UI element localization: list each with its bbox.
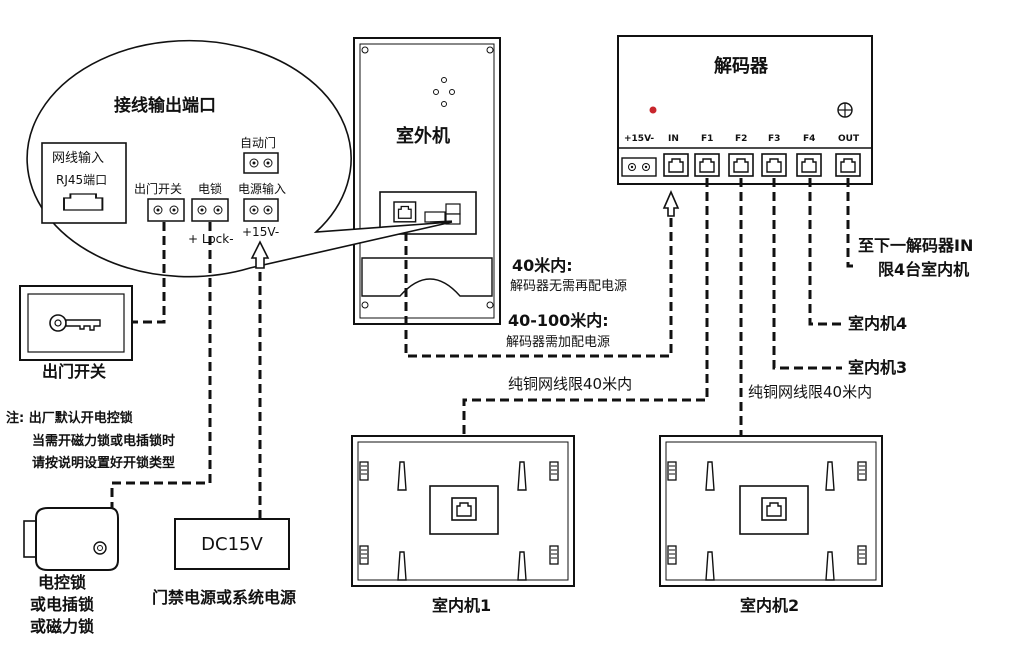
decoder-port-power: +15V-	[624, 134, 655, 144]
lock-terminal-icon	[191, 198, 229, 222]
note-40-100: 40-100米内:	[508, 311, 609, 330]
indoor-unit-1	[351, 435, 575, 587]
terminal-panel-title: 接线输出端口	[114, 96, 216, 116]
note-within-40-desc: 解码器无需再配电源	[510, 279, 628, 294]
decoder-port-out: OUT	[838, 134, 860, 144]
exit-button-label: 出门开关	[42, 362, 107, 381]
arrow-up-icon	[662, 190, 680, 217]
power-polarity-label: +15V-	[242, 225, 280, 239]
auto-door-label: 自动门	[240, 136, 277, 150]
decoder-port-f4: F4	[803, 134, 816, 144]
key-icon	[49, 314, 101, 332]
decoder-port-f1: F1	[701, 134, 714, 144]
network-in-label: 网线输入	[52, 151, 105, 166]
note-within-40: 40米内:	[512, 256, 573, 275]
indoor-unit-2-label: 室内机2	[740, 596, 800, 615]
indoor-unit-1-label: 室内机1	[432, 596, 492, 615]
electric-lock-device	[23, 507, 119, 571]
note-40-100-desc: 解码器需加配电源	[506, 335, 611, 350]
rj45-port-icon	[63, 193, 104, 211]
exit-switch-terminal-label: 出门开关	[134, 182, 183, 196]
cable-limit-label-2: 纯铜网线限40米内	[748, 383, 873, 401]
decoder-port-f2: F2	[735, 134, 748, 144]
arrow-up-icon	[250, 240, 270, 269]
power-supply-label: DC15V	[201, 533, 263, 555]
decoder-port-f3: F3	[768, 134, 781, 144]
wire-lines	[110, 178, 856, 520]
cable-limit-label-1: 纯铜网线限40米内	[508, 375, 633, 393]
rj45-label: RJ45端口	[56, 173, 108, 187]
lock-device-line-1: 电控锁	[38, 573, 87, 592]
power-in-label: 电源输入	[238, 182, 287, 196]
outdoor-unit	[353, 37, 501, 325]
factory-note-2: 当需开磁力锁或电插锁时	[32, 434, 176, 449]
factory-note-3: 请按说明设置好开锁类型	[32, 456, 176, 471]
auto-door-terminal-icon	[243, 152, 279, 174]
power-terminal-icon	[243, 198, 279, 222]
lock-polarity-label: + Lock-	[188, 232, 234, 246]
decoder-title: 解码器	[714, 56, 768, 77]
exit-switch-terminal-icon	[147, 198, 185, 222]
lock-terminal-label: 电锁	[198, 182, 223, 196]
decoder-port-in: IN	[668, 134, 679, 144]
indoor-unit-3-label: 室内机3	[848, 358, 908, 377]
indoor-unit-2	[659, 435, 883, 587]
factory-note-1: 注: 出厂默认开电控锁	[6, 411, 133, 426]
power-supply-box: DC15V	[174, 518, 290, 570]
limit-4-label: 限4台室内机	[878, 260, 970, 279]
power-supply-caption: 门禁电源或系统电源	[152, 588, 297, 607]
lock-device-line-2: 或电插锁	[30, 595, 95, 614]
indoor-unit-4-label: 室内机4	[848, 314, 908, 333]
outdoor-title: 室外机	[396, 126, 450, 147]
next-decoder-label: 至下一解码器IN	[858, 236, 974, 255]
terminal-bubble	[26, 39, 453, 278]
lock-device-line-3: 或磁力锁	[30, 617, 95, 636]
exit-button-device	[19, 285, 133, 361]
